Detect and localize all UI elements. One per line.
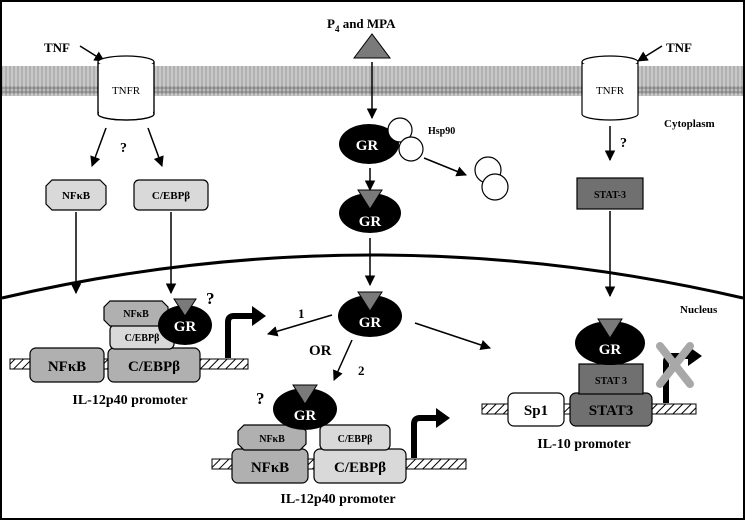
nfkb-bottom-site: NFκB [231, 448, 309, 484]
nucleus-label: Nucleus [680, 304, 718, 316]
il12-left-transcription-arrow [252, 306, 266, 326]
il12-bottom-transcription-stem [411, 415, 438, 458]
hormone-bound-nuclear [357, 291, 383, 312]
hsp90-release-arrow [423, 157, 467, 177]
hormone-left-bound [173, 298, 197, 317]
tnfr-right-label: TNFR [596, 85, 625, 97]
tnf-left-label: TNF [44, 40, 70, 55]
tnfr-left-receptor: TNFR [97, 55, 155, 121]
gr-hsp90-complex: GR [339, 117, 424, 164]
nfkb-cytoplasmic-label: NFκB [62, 190, 91, 202]
il12-bottom-promoter-label: IL-12p40 promoter [280, 492, 395, 507]
gr-left-bound: GR [158, 298, 212, 345]
hormone-il10-bound [597, 318, 623, 339]
stat3-il10-bound: STAT 3 [578, 363, 644, 395]
nfkb-left-bound-label: NFκB [123, 309, 149, 320]
gr-il10-bound: GR [575, 318, 645, 365]
tnfr-to-nfkb-arrow [90, 127, 107, 167]
tnfr-left-label: TNFR [112, 85, 141, 97]
hormone-triangle [353, 33, 391, 59]
nfkb-bottom-site-label: NFκB [251, 460, 289, 476]
route-2-arrow [333, 339, 353, 381]
tnfr-right-receptor: TNFR [581, 55, 639, 121]
il10-route-arrow [414, 322, 491, 350]
tnf-right-label: TNF [666, 40, 692, 55]
gr-bottom-bound-label: GR [294, 408, 317, 424]
cebpb-left-bound-label: C/EBPβ [125, 333, 160, 344]
route-2-label: 2 [358, 363, 365, 378]
cebpb-left-site: C/EBPβ [107, 347, 201, 383]
or-label: OR [309, 343, 332, 359]
gr-cyto-1-label: GR [356, 138, 379, 154]
cebpb-left-site-label: C/EBPβ [128, 359, 180, 375]
cebpb-bottom-bound-label: C/EBPβ [338, 434, 373, 445]
nfkb-bottom-bound-label: NFκB [259, 434, 285, 445]
stat3-cytoplasmic: STAT-3 [576, 177, 644, 210]
gr-bottom-bound: GR [273, 384, 337, 430]
hormone-bound-cyto [357, 189, 383, 210]
stat3-il10-site-label: STAT3 [589, 403, 633, 419]
il10-transcription-arrow [688, 346, 702, 366]
hsp90-free-2 [481, 173, 509, 201]
cebpb-cytoplasmic-label: C/EBPβ [152, 190, 190, 202]
il12-left-transcription-stem [225, 313, 254, 358]
hsp90-label: Hsp90 [428, 126, 455, 137]
nfkb-left-site-label: NFκB [48, 359, 86, 375]
route-1-arrow [266, 314, 333, 337]
cebpb-bottom-site: C/EBPβ [313, 448, 407, 484]
hormone-label: P4 and MPA [327, 16, 396, 34]
stat3-cytoplasmic-label: STAT-3 [594, 190, 626, 201]
cebpb-bottom-site-label: C/EBPβ [334, 460, 386, 476]
gr-nuclear: GR [338, 291, 402, 337]
hormone-bottom-bound [292, 384, 318, 405]
nfkb-left-site: NFκB [29, 347, 105, 383]
cytoplasm-label: Cytoplasm [664, 118, 715, 130]
tnf-right-arrow [637, 45, 663, 62]
tnf-left-arrow [79, 45, 105, 62]
stat3-il10-site: STAT3 [569, 392, 653, 427]
gr-activated-cytoplasm: GR [339, 189, 401, 233]
question-mark-left: ? [120, 141, 127, 156]
question-mark-left-complex: ? [206, 289, 215, 308]
il10-transcription-blocked-cross [656, 342, 694, 388]
sp1-site: Sp1 [507, 392, 565, 427]
hsp90-bound-1 [387, 117, 413, 143]
cebpb-cytoplasmic: C/EBPβ [133, 179, 209, 211]
hsp90-bound-2 [398, 136, 424, 162]
gr-il10-bound-label: GR [599, 342, 622, 358]
route-1-label: 1 [298, 306, 305, 321]
gr-nuclear-label: GR [359, 315, 382, 331]
il12-bottom-transcription-arrow [436, 408, 450, 428]
question-mark-right: ? [620, 136, 627, 151]
nuclear-envelope [1, 253, 744, 300]
sp1-site-label: Sp1 [524, 403, 548, 419]
cebpb-bottom-bound: C/EBPβ [319, 424, 391, 451]
nfkb-cytoplasmic: NFκB [45, 179, 107, 211]
il12-left-promoter-label: IL-12p40 promoter [72, 393, 187, 408]
tnfr-to-cebpb-arrow [147, 127, 164, 167]
stat3-il10-bound-label: STAT 3 [595, 376, 627, 387]
il10-promoter-label: IL-10 promoter [537, 437, 630, 452]
question-mark-bottom-complex: ? [256, 389, 265, 408]
gr-cyto-2-label: GR [359, 214, 382, 230]
gr-left-bound-label: GR [174, 319, 197, 335]
